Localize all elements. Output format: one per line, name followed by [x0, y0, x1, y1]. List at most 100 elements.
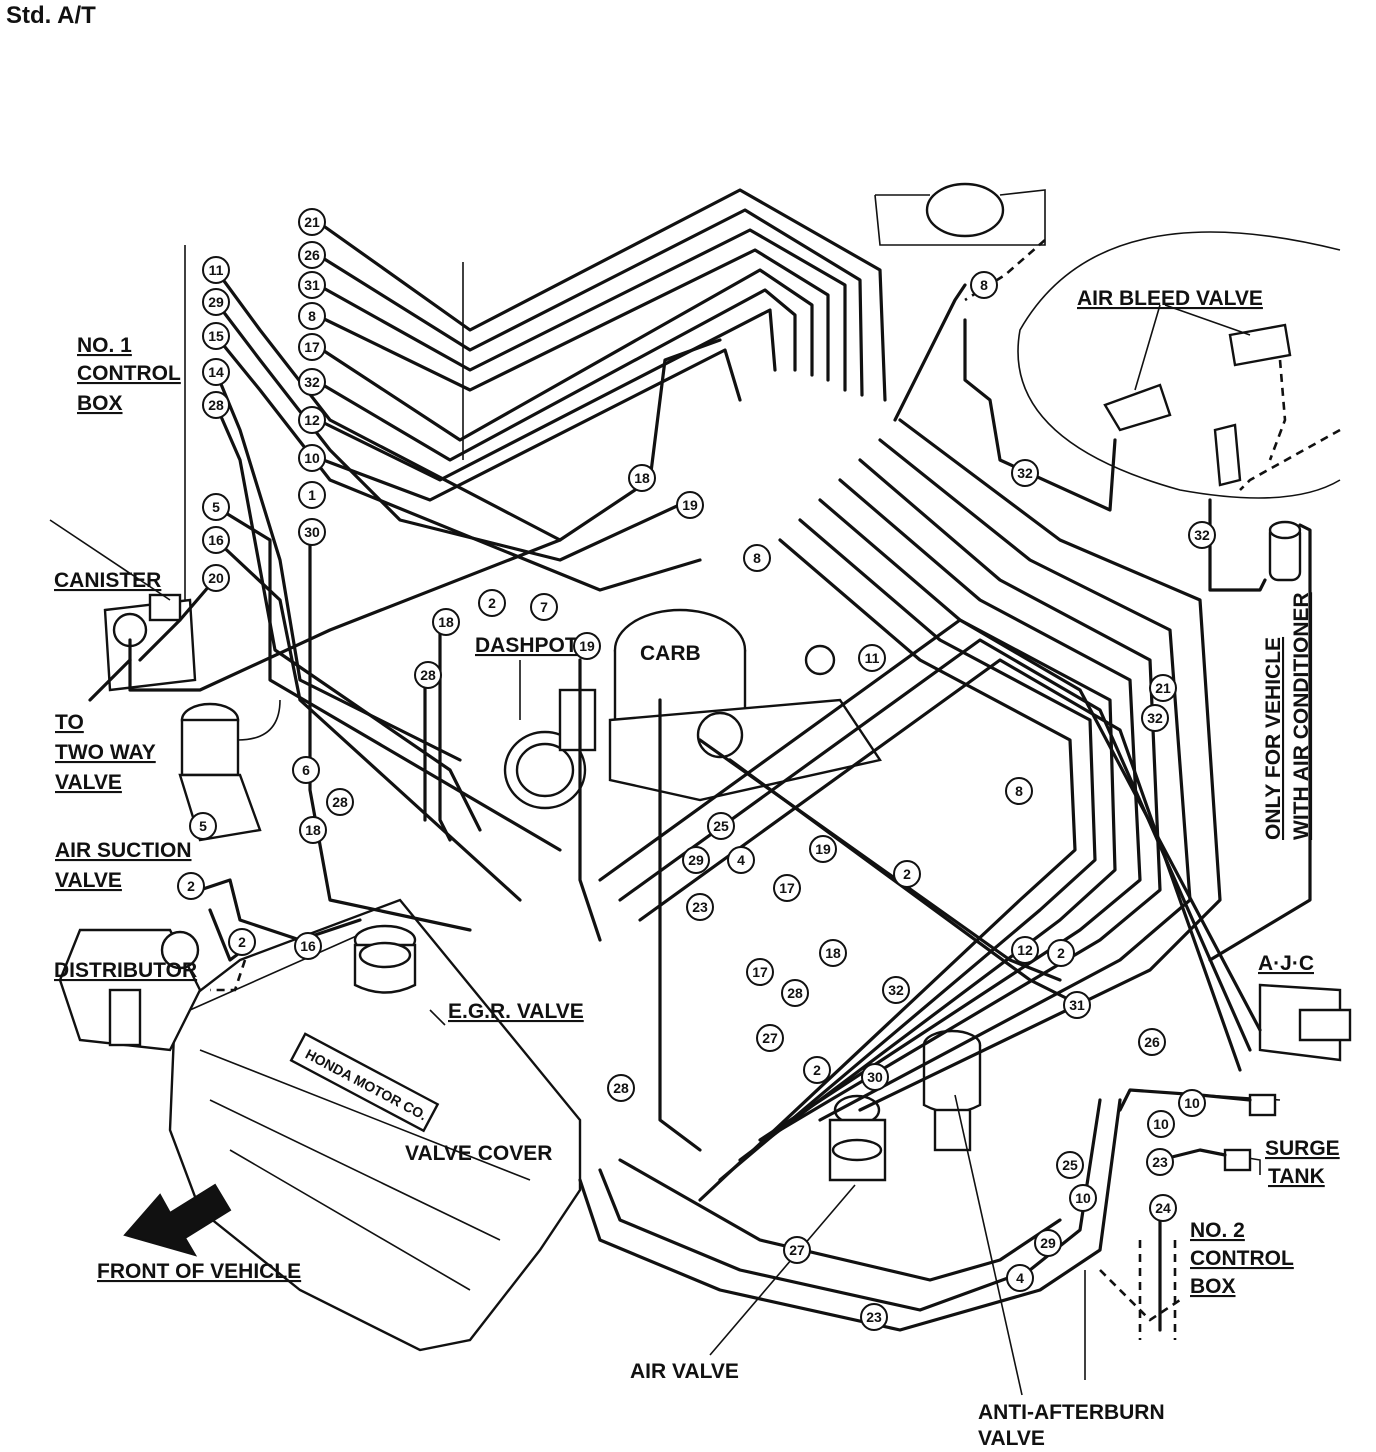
hose-callout-number: 5 — [199, 818, 207, 834]
hose-callout: 28 — [607, 1074, 635, 1102]
hose-callout-number: 29 — [688, 852, 704, 868]
hose-callout-number: 21 — [1155, 680, 1171, 696]
hose-callout-circle — [1149, 674, 1177, 702]
hose-callout-number: 4 — [1016, 1270, 1024, 1286]
hose-callout-circle — [530, 593, 558, 621]
hose-callout-number: 17 — [779, 880, 795, 896]
hose-callout-number: 5 — [212, 499, 220, 515]
hose-callout: 23 — [860, 1303, 888, 1331]
hose-callout-circle — [202, 288, 230, 316]
hose-callout-number: 29 — [208, 294, 224, 310]
hose-callout-circle — [803, 1056, 831, 1084]
hose-callout-number: 23 — [692, 899, 708, 915]
hose-callout-number: 19 — [579, 638, 595, 654]
hose-callout-number: 11 — [865, 650, 880, 666]
hose-callout: 18 — [819, 939, 847, 967]
hose-callout-circle — [809, 835, 837, 863]
hose-callout: 29 — [682, 846, 710, 874]
hose-callout-circle — [298, 444, 326, 472]
hose-callout-circle — [432, 608, 460, 636]
hose-callout: 7 — [530, 593, 558, 621]
hose-callout-number: 30 — [304, 524, 320, 540]
hose-callout-number: 28 — [613, 1080, 629, 1096]
egr-valve-label: E.G.R. VALVE — [448, 1000, 584, 1023]
hose-callout: 23 — [686, 893, 714, 921]
hose-callout-number: 19 — [682, 497, 698, 513]
hose-callout-number: 1 — [308, 487, 316, 503]
hose-callout-number: 32 — [1147, 710, 1163, 726]
to-two-way-valve-label-3: VALVE — [55, 771, 122, 794]
hose-callout: 2 — [1047, 939, 1075, 967]
hose-callout: 29 — [1034, 1229, 1062, 1257]
hose-callout-circle — [676, 491, 704, 519]
hose-callout: 25 — [1056, 1151, 1084, 1179]
hose-callout-number: 26 — [304, 247, 320, 263]
hose-callout: 29 — [202, 288, 230, 316]
hose-callout: 32 — [1188, 521, 1216, 549]
hose-callout: 12 — [1011, 936, 1039, 964]
hose-callout-circle — [970, 271, 998, 299]
hose-callout: 10 — [1147, 1110, 1175, 1138]
hose-callout: 25 — [707, 812, 735, 840]
to-two-way-valve-label-2: TWO WAY — [55, 741, 156, 764]
hose-callout-number: 18 — [825, 945, 841, 961]
canister-label: CANISTER — [54, 569, 161, 592]
anti-afterburn-valve-label-2: VALVE — [978, 1427, 1045, 1450]
hose-callout: 14 — [202, 358, 230, 386]
hose-callout-number: 28 — [208, 397, 224, 413]
hose-callout-number: 2 — [488, 595, 496, 611]
diagram-title: Std. A/T — [6, 2, 96, 29]
hose-callout-number: 20 — [208, 570, 224, 586]
hose-callout-circle — [202, 358, 230, 386]
hose-callout: 17 — [773, 874, 801, 902]
hose-callout: 10 — [1178, 1089, 1206, 1117]
hose-callout-circle — [607, 1074, 635, 1102]
hose-callout-number: 31 — [1069, 997, 1085, 1013]
hose-callout-circle — [1141, 704, 1169, 732]
ajc-label: A·J·C — [1258, 952, 1314, 975]
hose-callout-circle — [1056, 1151, 1084, 1179]
distributor — [58, 928, 202, 1052]
hose-callout-number: 14 — [208, 364, 224, 380]
hose-callout-circle — [727, 846, 755, 874]
hose-callout-number: 2 — [813, 1062, 821, 1078]
hose-callout-circle — [298, 481, 326, 509]
hose-callout-number: 29 — [1040, 1235, 1056, 1251]
hose-callout-circle — [756, 1024, 784, 1052]
hose-callout-number: 32 — [1017, 465, 1033, 481]
valve-cover — [168, 898, 582, 1352]
hose-callout-circle — [1149, 1194, 1177, 1222]
hose-callout-number: 10 — [1153, 1116, 1169, 1132]
hose-callout-number: 8 — [980, 277, 988, 293]
hose-callout-number: 2 — [1057, 945, 1065, 961]
front-of-vehicle-label: FRONT OF VEHICLE — [97, 1260, 301, 1283]
hose-callout-number: 31 — [304, 277, 320, 293]
hose-callout-number: 15 — [208, 328, 224, 344]
ac-valve — [1268, 520, 1302, 582]
hose-callout: 19 — [573, 632, 601, 660]
hose-callout-circle — [1011, 459, 1039, 487]
hose-callout-circle — [298, 241, 326, 269]
hose-callout: 10 — [1069, 1184, 1097, 1212]
hose-callout-number: 2 — [187, 878, 195, 894]
hose-callout-circle — [298, 368, 326, 396]
hose-callout: 24 — [1149, 1194, 1177, 1222]
hose-callout-circle — [298, 333, 326, 361]
hose-callout: 2 — [478, 589, 506, 617]
anti-afterburn-valve-label-1: ANTI-AFTERBURN — [978, 1401, 1165, 1424]
hose-callout-circle — [298, 271, 326, 299]
front-of-vehicle-arrow — [123, 1183, 232, 1257]
hose-callout-circle — [1011, 936, 1039, 964]
hose-callout-circle — [292, 756, 320, 784]
only-for-vehicle-label-1: ONLY FOR VEHICLE — [1262, 637, 1285, 840]
hose-callout: 11 — [858, 644, 886, 672]
hose-callout-circle — [326, 788, 354, 816]
hose-callout: 6 — [292, 756, 320, 784]
hose-callout-circle — [858, 644, 886, 672]
hose-callout-circle — [202, 322, 230, 350]
hose-callout-number: 27 — [762, 1030, 778, 1046]
hose-callout-circle — [414, 661, 442, 689]
hose-callout: 1 — [298, 481, 326, 509]
hose-callout-number: 10 — [1075, 1190, 1091, 1206]
